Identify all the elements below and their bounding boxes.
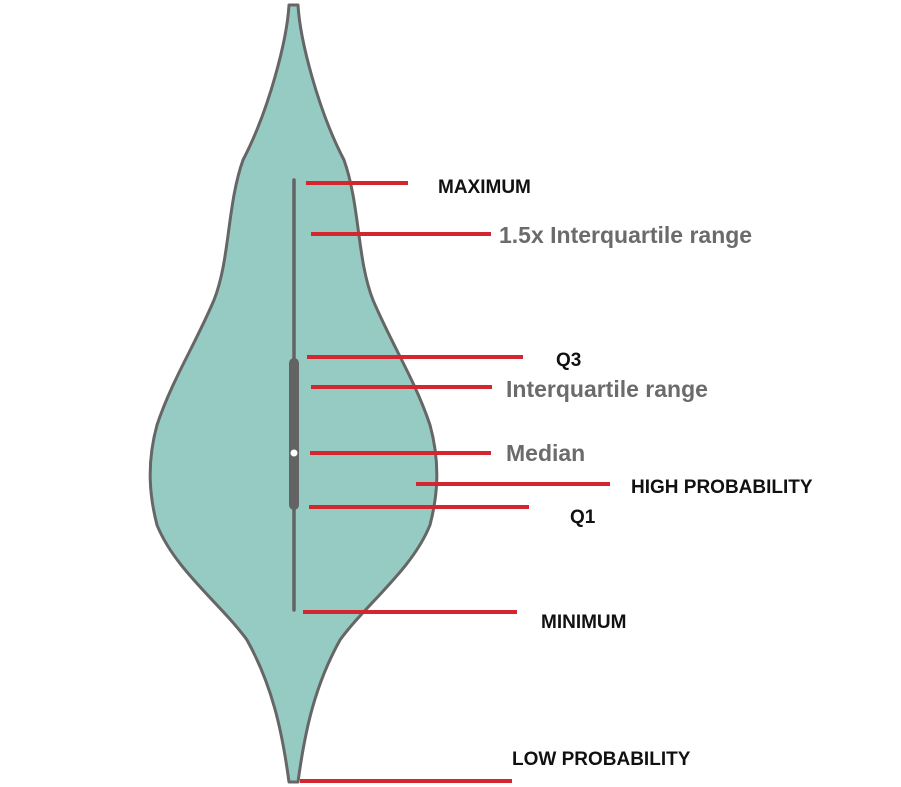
q3-label: Q3 (556, 350, 581, 371)
median-label: Median (506, 440, 585, 466)
minimum-label: MINIMUM (541, 612, 626, 633)
whisker-range-label: 1.5x Interquartile range (499, 222, 752, 248)
high-probability-label: HIGH PROBABILITY (631, 477, 813, 498)
maximum-label: MAXIMUM (438, 177, 531, 198)
interquartile-box (289, 358, 299, 510)
interquartile-range-label: Interquartile range (506, 376, 708, 402)
low-probability-label: LOW PROBABILITY (512, 749, 691, 770)
q1-label: Q1 (570, 507, 596, 528)
leader-lines (300, 181, 610, 783)
median-dot (290, 449, 298, 457)
